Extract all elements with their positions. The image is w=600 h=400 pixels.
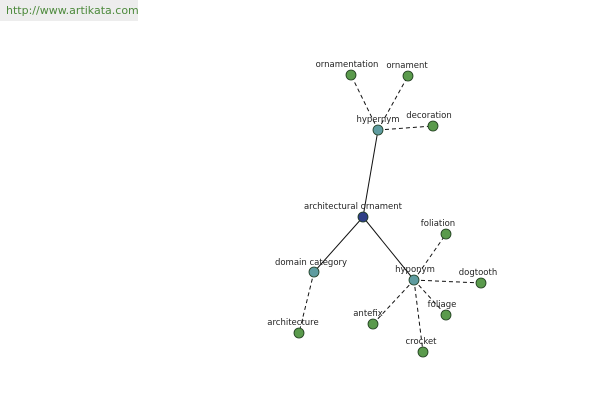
edge-domain-category-to-architecture [298,271,315,334]
node-marker-decoration[interactable] [427,120,439,132]
edge-architectural-ornament-to-hypernym [362,129,379,218]
edge-hyponym-to-dogtooth [413,279,482,284]
edge-hyponym-to-foliage [413,279,447,316]
node-label-foliage: foliage [428,300,457,310]
edge-hypernym-to-ornamentation [350,74,379,131]
node-dogtooth[interactable]: dogtooth [459,268,497,289]
graph-nodes: architectural ornament hypernym domain cat… [267,60,497,358]
node-marker-architecture[interactable] [293,327,305,339]
node-marker-hypernym[interactable] [372,124,384,136]
node-label-ornament: ornament [386,61,428,71]
node-marker-hyponym[interactable] [408,274,420,286]
node-decoration[interactable]: decoration [406,111,452,132]
node-label-hyponym: hyponym [395,265,435,275]
node-label-hypernym: hypernym [356,115,399,125]
node-label-domain-category: domain category [275,258,347,268]
site-url-link[interactable]: http://www.artikata.com [0,0,139,21]
node-hyponym[interactable]: hyponym [395,265,435,286]
node-marker-ornament[interactable] [402,70,414,82]
node-marker-dogtooth[interactable] [475,277,487,289]
node-marker-antefix[interactable] [367,318,379,330]
node-label-crocket: crocket [405,337,437,347]
node-domain-category[interactable]: domain category [275,258,347,278]
node-label-decoration: decoration [406,111,451,121]
node-label-ornamentation: ornamentation [316,60,379,70]
edge-hyponym-to-foliation [413,233,447,281]
node-architecture[interactable]: architecture [267,318,319,339]
edge-hyponym-to-crocket [413,279,424,353]
edge-hyponym-to-antefix [372,279,415,325]
node-foliage[interactable]: foliage [428,300,457,321]
node-label-antefix: antefix [353,309,383,319]
node-antefix[interactable]: antefix [353,309,383,330]
edge-hypernym-to-ornament [377,75,409,131]
edge-architectural-ornament-to-hyponym [362,216,415,281]
graph-edges [298,74,482,353]
node-marker-ornamentation[interactable] [345,69,357,81]
edge-hypernym-to-decoration [377,125,434,131]
node-ornament[interactable]: ornament [386,61,428,82]
edge-architectural-ornament-to-domain-category [313,216,364,273]
node-crocket[interactable]: crocket [405,337,437,358]
node-architectural-ornament[interactable]: architectural ornament [304,202,403,223]
node-label-architecture: architecture [267,318,318,328]
node-marker-domain-category[interactable] [308,266,320,278]
node-marker-crocket[interactable] [417,346,429,358]
node-marker-foliage[interactable] [440,309,452,321]
node-ornamentation[interactable]: ornamentation [316,60,379,81]
node-marker-foliation[interactable] [440,228,452,240]
node-marker-architectural-ornament[interactable] [357,211,369,223]
node-foliation[interactable]: foliation [421,219,455,240]
node-hypernym[interactable]: hypernym [356,115,400,136]
node-label-architectural-ornament: architectural ornament [304,202,403,212]
node-label-foliation: foliation [421,219,455,229]
node-label-dogtooth: dogtooth [459,268,497,278]
